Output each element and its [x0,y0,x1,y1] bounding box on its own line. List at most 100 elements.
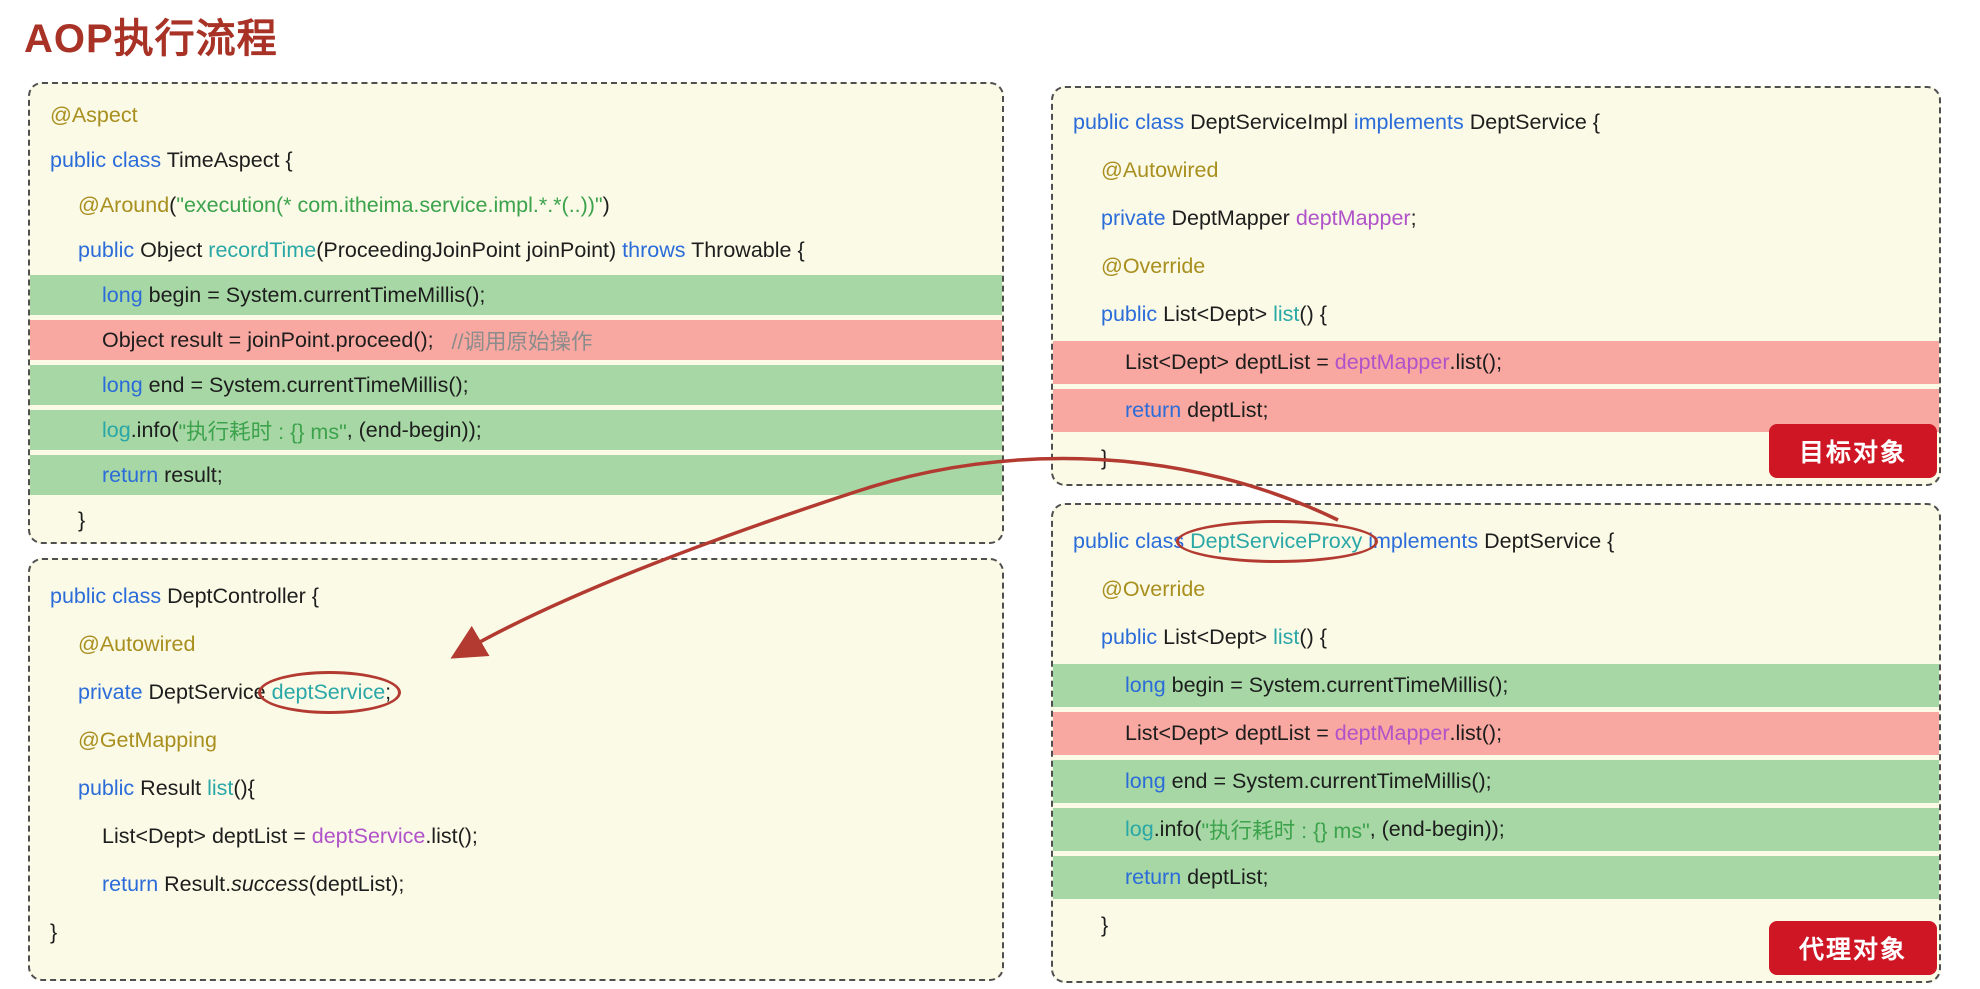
target-service-code-panel: public class DeptServiceImpl implements … [1051,86,1941,486]
code-token: log [1125,817,1154,841]
code-token: List<Dept> [1157,302,1274,326]
code-token: deptService [311,824,426,848]
code-token: @Override [1101,254,1206,278]
code-token: "执行耗时 : {} ms" [1201,819,1370,843]
code-token: public [78,776,135,800]
code-line: return deptList; [1053,853,1939,901]
code-line: List<Dept> deptList = deptService.list()… [30,812,1002,860]
code-line: return result; [30,452,1002,497]
code-token: public class [1073,110,1185,134]
code-token: deptList; [1181,865,1269,889]
code-line: } [30,908,1002,956]
code-token: , (end-begin)); [346,417,482,442]
code-line: log.info("执行耗时 : {} ms", (end-begin)); [30,407,1002,452]
code-token: (){ [233,776,255,800]
code-line: long begin = System.currentTimeMillis(); [1053,661,1939,709]
code-token: "execution(* com.itheima.service.impl.*.… [176,192,603,217]
code-token: throws [622,237,686,262]
code-token: .info( [130,417,179,442]
code-token: end = System.currentTimeMillis(); [1165,769,1492,793]
code-token: //调用原始操作 [451,329,593,354]
code-token: ; [385,680,392,704]
code-token: , (end-begin)); [1369,817,1505,841]
code-line: } [30,497,1002,542]
code-token: .info( [1153,817,1202,841]
proxy-object-badge: 代理对象 [1768,921,1937,975]
code-token: public class [1073,529,1185,553]
code-token: return [102,872,159,896]
code-line: private DeptMapper deptMapper; [1053,194,1939,242]
code-token: public [78,237,135,262]
code-token: } [1101,446,1109,470]
code-line: public List<Dept> list() { [1053,290,1939,338]
code-token: } [50,920,58,944]
code-line: @Autowired [30,620,1002,668]
code-line: long end = System.currentTimeMillis(); [30,362,1002,407]
code-token: Result. [158,872,232,896]
code-line: @Aspect [30,92,1002,137]
code-line: return Result.success(deptList); [30,860,1002,908]
code-line: public class DeptController { [30,572,1002,620]
proxy-code-block: public class DeptServiceProxy implements… [1053,517,1939,949]
page-title: AOP执行流程 [24,17,278,61]
proxy-service-code-panel: public class DeptServiceProxy implements… [1051,503,1941,983]
code-token: public class [50,147,162,172]
code-token: end = System.currentTimeMillis(); [142,372,469,397]
code-token: .list(); [425,824,478,848]
code-line: public class DeptServiceProxy implements… [1053,517,1939,565]
code-token: result; [158,462,223,487]
code-line: long begin = System.currentTimeMillis(); [30,272,1002,317]
code-token: @Autowired [1101,158,1219,182]
code-token: Object [134,237,209,262]
code-token: DeptController { [161,584,319,608]
code-token: DeptMapper [1165,206,1296,230]
code-token: @Around [78,192,170,217]
code-token: ; [1410,206,1417,230]
code-token: long [1125,769,1166,793]
code-token: Result [134,776,208,800]
code-token: DeptService [142,680,272,704]
code-line: @Around("execution(* com.itheima.service… [30,182,1002,227]
code-line: @Override [1053,242,1939,290]
code-line: long end = System.currentTimeMillis(); [1053,757,1939,805]
code-token: } [1101,913,1109,937]
code-token: return [1125,865,1182,889]
code-token: Object result = joinPoint.proceed(); [102,327,452,352]
code-token: recordTime [208,237,317,262]
code-token: List<Dept> [1157,625,1274,649]
code-token: @Override [1101,577,1206,601]
code-token: public [1101,625,1158,649]
code-line: @Autowired [1053,146,1939,194]
code-token: list [1273,625,1300,649]
code-token: private [78,680,143,704]
code-token: Throwable { [685,237,805,262]
code-token: () { [1299,625,1327,649]
code-line: public class TimeAspect { [30,137,1002,182]
code-token: ( [169,192,177,217]
code-token: deptMapper [1334,350,1450,374]
code-token: long [102,282,143,307]
code-token: begin = System.currentTimeMillis(); [142,282,486,307]
code-token: deptList; [1181,398,1269,422]
code-token: begin = System.currentTimeMillis(); [1165,673,1509,697]
code-token: success [231,872,309,896]
code-token: long [1125,673,1166,697]
code-line: public class DeptServiceImpl implements … [1053,98,1939,146]
code-token: .list(); [1449,350,1503,374]
code-token: deptMapper [1334,721,1450,745]
code-line: log.info("执行耗时 : {} ms", (end-begin)); [1053,805,1939,853]
code-token: @Aspect [50,102,138,127]
code-token: log [102,417,131,442]
code-token: DeptServiceImpl [1184,110,1354,134]
code-line: public Result list(){ [30,764,1002,812]
code-token: List<Dept> deptList = [1125,350,1335,374]
code-line: } [1053,901,1939,949]
code-token: } [78,507,86,532]
code-token: "执行耗时 : {} ms" [178,419,347,444]
code-token: implements [1353,110,1464,134]
code-token: private [1101,206,1166,230]
code-line: List<Dept> deptList = deptMapper.list(); [1053,709,1939,757]
code-line: Object result = joinPoint.proceed(); //调… [30,317,1002,362]
controller-code-block: public class DeptController {@Autowired p… [30,572,1002,956]
